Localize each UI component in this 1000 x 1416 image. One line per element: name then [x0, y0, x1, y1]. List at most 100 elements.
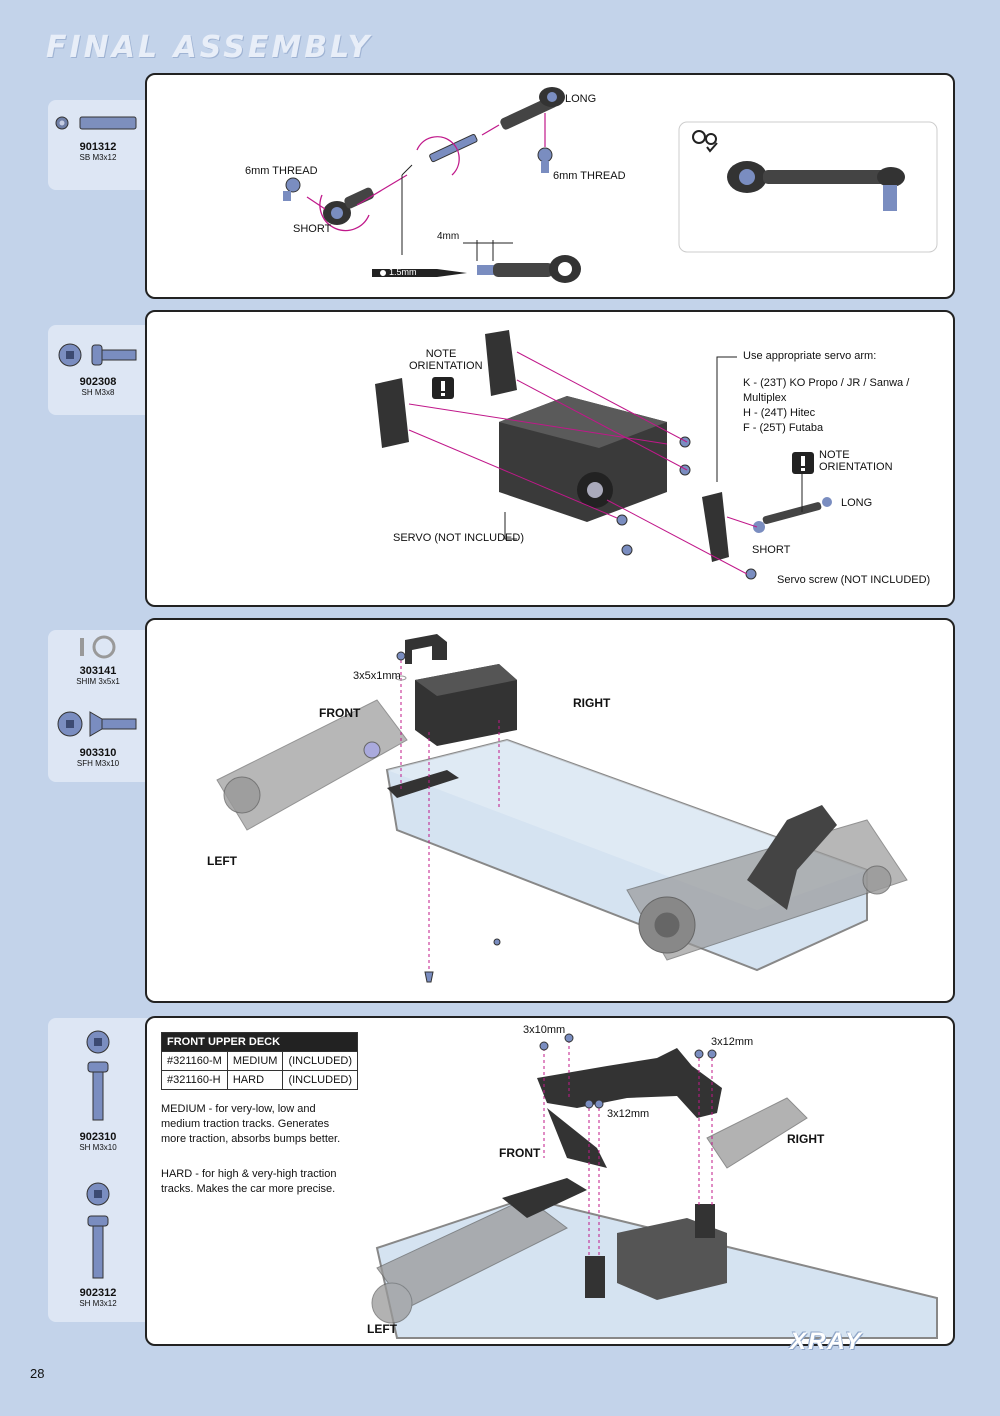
part-number: 903310	[79, 747, 117, 759]
shim-icon	[80, 635, 116, 659]
step3-panel: 3x5x1mm FRONT RIGHT LEFT	[145, 618, 955, 1003]
hex-wrench-icon	[372, 269, 467, 277]
screw-icons	[396, 651, 501, 983]
step1-panel: LONG 6mm THREAD 6mm THREAD SHORT 4mm 1.5…	[145, 73, 955, 299]
cell-note: (INCLUDED)	[282, 1070, 359, 1090]
label-3x10: 3x10mm	[523, 1024, 566, 1036]
step4-panel: FRONT UPPER DECK #321160-M MEDIUM (INCLU…	[145, 1016, 955, 1346]
lower-deck-icon	[502, 1178, 587, 1218]
upper-deck-diagram	[371, 1033, 938, 1339]
part-number: 902308	[79, 376, 117, 388]
label-long: LONG	[841, 497, 873, 509]
front-suspension-icon	[371, 1097, 808, 1324]
medium-desc: MEDIUM - for very-low, low and medium tr…	[161, 1103, 341, 1145]
label-3x12-right: 3x12mm	[711, 1036, 754, 1048]
part-number: 303141	[79, 665, 117, 677]
part-303141: 303141 SHIM 3x5x1	[48, 634, 148, 686]
socket-head-screw-icon	[58, 343, 137, 367]
step3-parts-bar: 303141 SHIM 3x5x1 903310 SFH M3x10	[48, 630, 148, 782]
ball-stud-icon	[55, 116, 137, 130]
socket-head-screw-icon	[86, 1182, 110, 1279]
label-front: FRONT	[499, 1146, 541, 1160]
label-front: FRONT	[319, 706, 361, 720]
servo-arm-title: Use appropriate servo arm:	[743, 350, 877, 362]
label-servo: SERVO (NOT INCLUDED)	[393, 532, 525, 544]
servo-mount-icon-left	[375, 378, 409, 448]
step2-parts-bar: 902308 SH M3x8	[48, 325, 148, 415]
part-number: 902312	[79, 1287, 117, 1299]
step1-parts-bar: 901312 SB M3x12	[48, 100, 148, 190]
note-orientation-1: NOTE ORIENTATION	[409, 348, 483, 372]
table-header: FRONT UPPER DECK	[160, 1032, 359, 1052]
cell-name: HARD	[226, 1070, 284, 1090]
assembled-turnbuckle-icon	[727, 161, 905, 211]
shock-tower-icon	[747, 805, 837, 910]
servo-screw-icons	[616, 436, 757, 580]
label-long: LONG	[565, 93, 597, 105]
label-short: SHORT	[752, 544, 791, 556]
part-901312: 901312 SB M3x12	[48, 112, 148, 162]
label-right: RIGHT	[787, 1132, 825, 1146]
front-upper-deck-table: FRONT UPPER DECK #321160-M MEDIUM (INCLU…	[160, 1032, 359, 1090]
servo-arm-icon	[702, 492, 729, 562]
servo-mount-icon-top	[485, 330, 517, 396]
servo-arm-h: H - (24T) Hitec	[743, 407, 816, 419]
servo-arm-f: F - (25T) Futaba	[743, 422, 824, 434]
label-3x12-center: 3x12mm	[607, 1108, 650, 1120]
part-903310: 903310 SFH M3x10	[48, 708, 148, 768]
servo-box-icon	[617, 1218, 727, 1300]
chassis-servo-diagram	[216, 634, 908, 983]
screw-icons	[539, 1033, 717, 1109]
table-row: #321160-M MEDIUM (INCLUDED)	[161, 1051, 359, 1071]
part-desc: SB M3x12	[79, 153, 117, 162]
servo-diagram	[375, 330, 832, 580]
step2-panel: NOTE ORIENTATION Use appropriate servo a…	[145, 310, 955, 607]
note-orientation-2: NOTE ORIENTATION	[819, 449, 893, 473]
servo-arm-list: K - (23T) KO Propo / JR / Sanwa / Multip…	[743, 376, 953, 436]
front-upper-deck-icon	[537, 1048, 722, 1168]
front-suspension-icon	[216, 699, 408, 831]
turnbuckle-diagram	[283, 87, 938, 283]
servo-arm-k: K - (23T) KO Propo / JR / Sanwa / Multip…	[743, 377, 910, 404]
linkage-icon	[753, 497, 832, 533]
servo-icon	[499, 396, 667, 522]
cell-code: #321160-H	[161, 1070, 228, 1090]
part-desc: SH M3x12	[79, 1299, 117, 1308]
servo-mounted-icon	[415, 664, 517, 746]
short-ball-joint-icon	[323, 187, 374, 225]
part-desc: SH M3x10	[79, 1143, 117, 1152]
label-thread-left: 6mm THREAD	[245, 165, 318, 177]
threaded-rod-icon	[429, 134, 478, 163]
part-desc: SH M3x8	[81, 388, 115, 397]
assembled-rod-icon	[477, 255, 581, 283]
page-title: FINAL ASSEMBLY	[46, 30, 373, 65]
servo-saver-icon	[405, 634, 447, 664]
label-left: LEFT	[207, 854, 237, 868]
label-left: LEFT	[367, 1322, 397, 1336]
cell-note: (INCLUDED)	[282, 1051, 359, 1071]
label-servo-screw: Servo screw (NOT INCLUDED)	[777, 574, 931, 586]
label-shim: 3x5x1mm	[353, 670, 401, 682]
post-icon-left	[585, 1256, 605, 1298]
label-thread-right: 6mm THREAD	[553, 170, 626, 182]
label-tool: 1.5mm	[389, 267, 417, 277]
part-number: 901312	[79, 141, 117, 153]
page-number: 28	[30, 1366, 45, 1381]
flat-head-screw-icon	[57, 711, 137, 737]
part-902312: 902312 SH M3x12	[48, 1182, 148, 1308]
steering-link-icon	[387, 770, 459, 798]
part-desc: SFH M3x10	[76, 759, 120, 768]
step4-parts-bar: 902310 SH M3x10 902312 SH M3x12	[48, 1018, 148, 1322]
table-row: #321160-H HARD (INCLUDED)	[161, 1070, 359, 1090]
label-short: SHORT	[293, 223, 332, 235]
brand-logo: XRAY	[790, 1328, 863, 1355]
part-902310: 902310 SH M3x10	[48, 1030, 148, 1152]
socket-head-screw-icon	[86, 1030, 110, 1121]
note-icon-1	[432, 377, 454, 399]
post-icon-right	[695, 1204, 715, 1238]
note-icon-2	[792, 452, 814, 474]
ball-stud-icon	[283, 177, 301, 201]
label-right: RIGHT	[573, 696, 611, 710]
cell-code: #321160-M	[161, 1051, 228, 1071]
label-gap: 4mm	[437, 231, 460, 242]
